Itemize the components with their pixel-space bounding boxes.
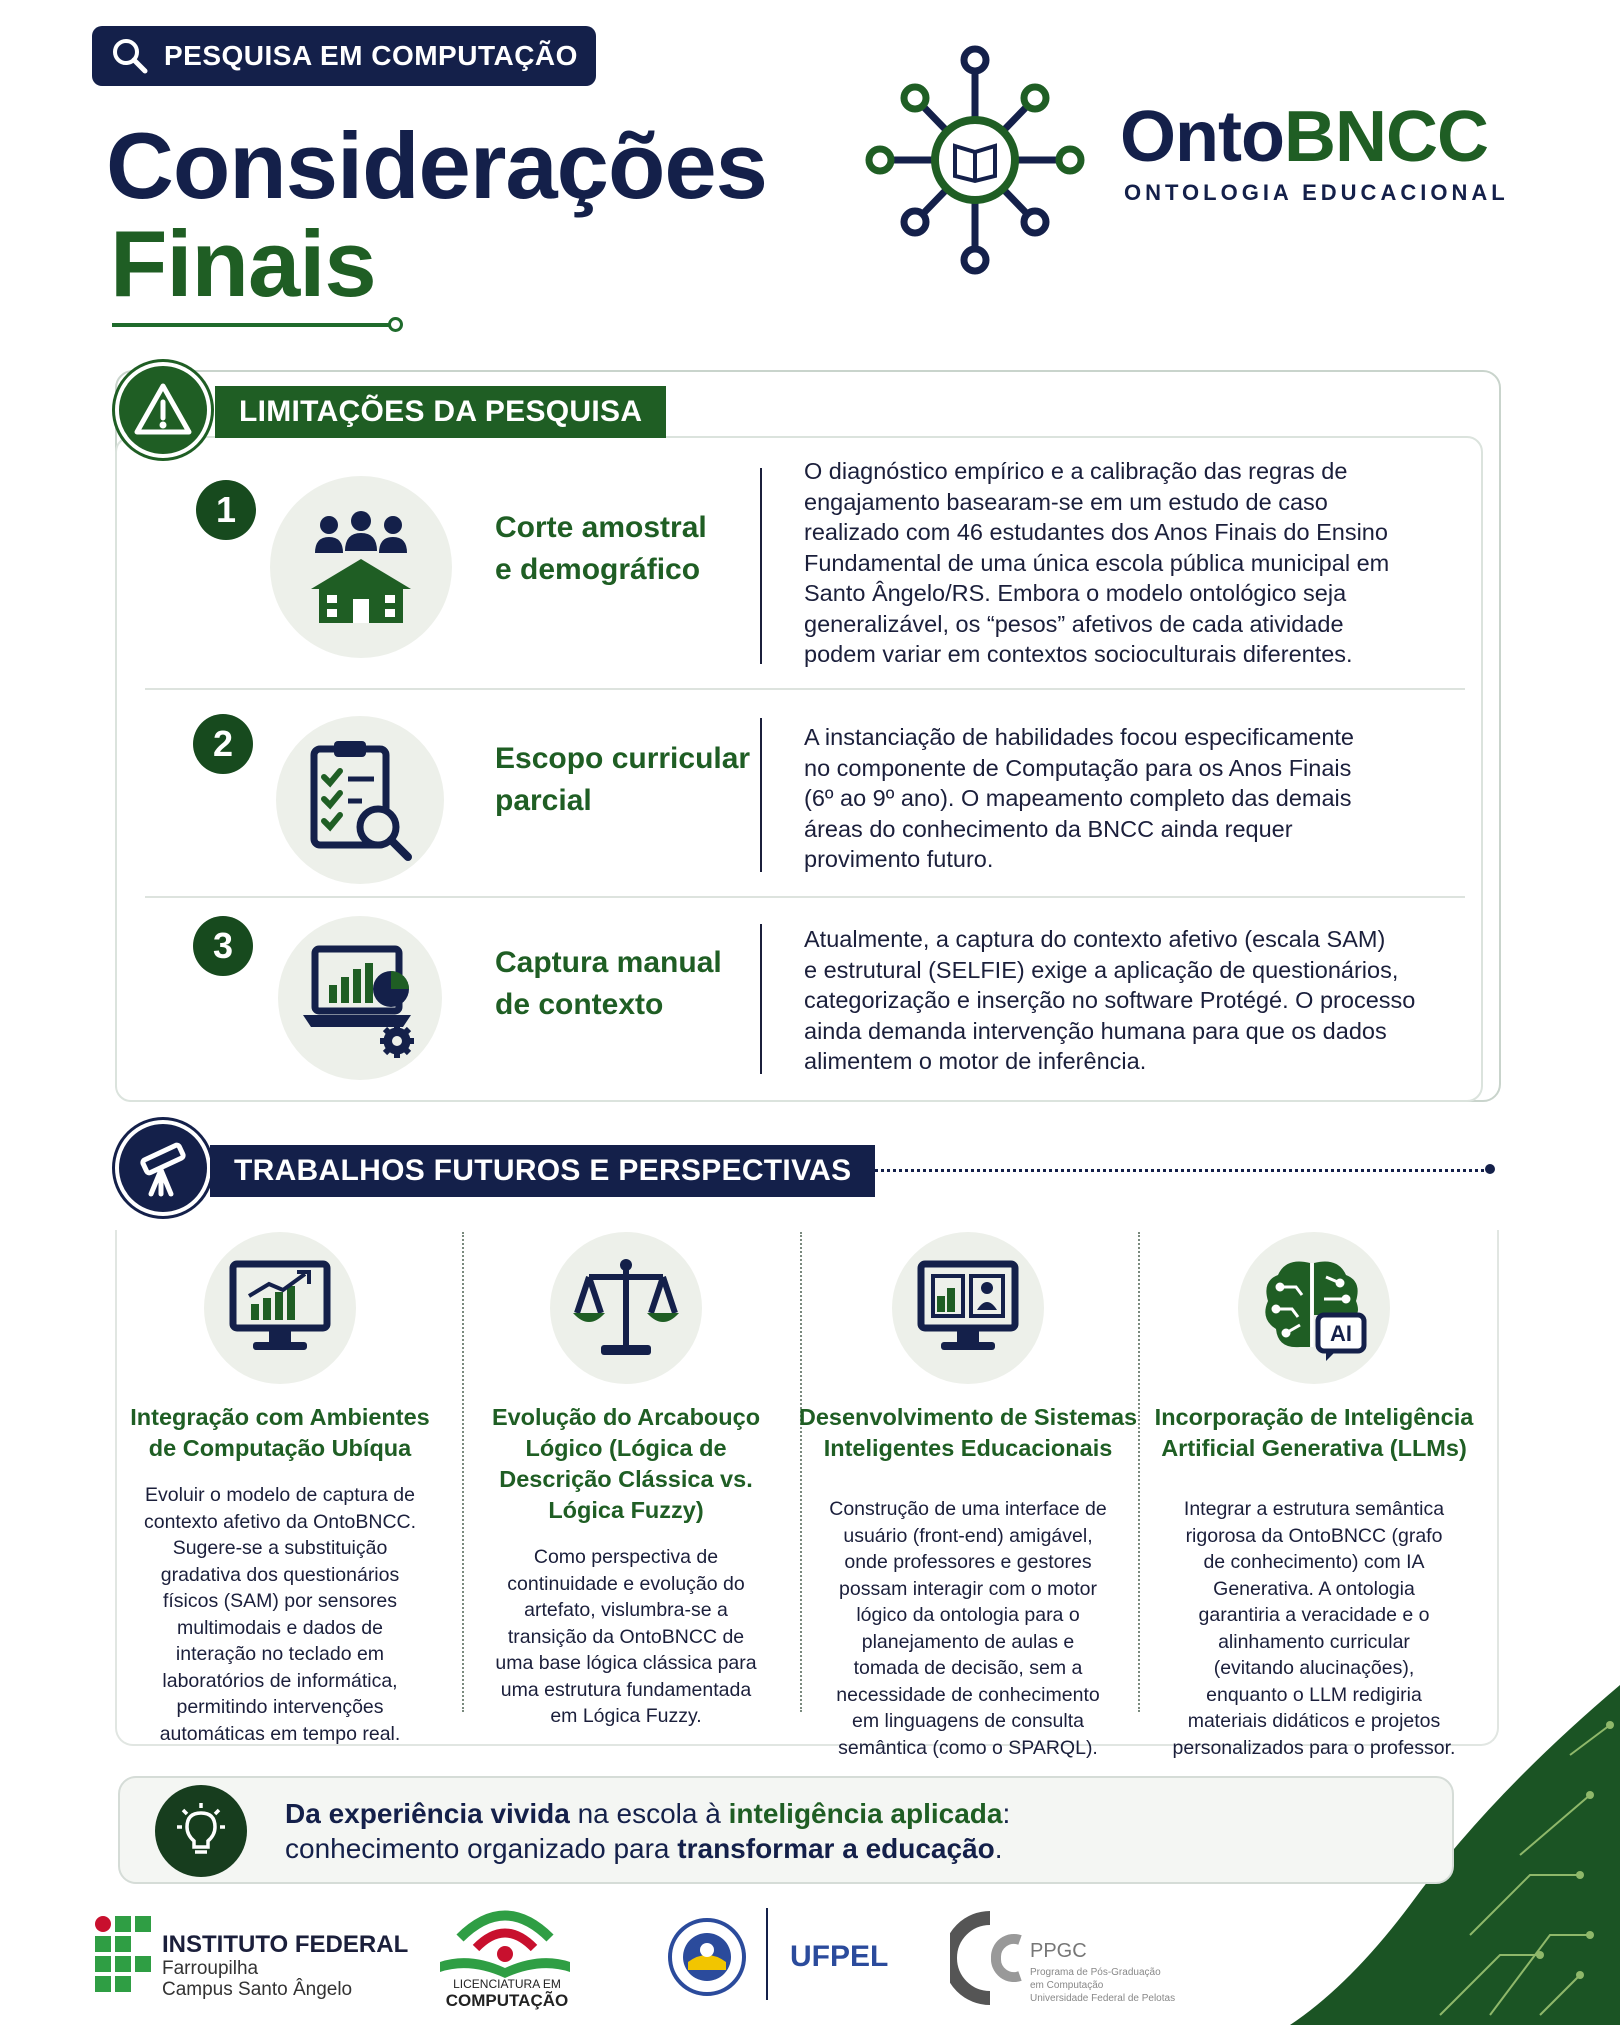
instituto-federal-logo: [95, 1916, 151, 1992]
ppgc-label: PPGC: [1030, 1940, 1087, 1962]
column-divider: [462, 1232, 464, 1712]
badge-label: PESQUISA EM COMPUTAÇÃO: [164, 40, 578, 71]
brand-name: OntoBNCC: [1120, 97, 1489, 177]
warning-icon: [115, 362, 211, 458]
search-icon: [113, 39, 148, 74]
licenciatura-label: LICENCIATURA EM: [453, 1977, 561, 1991]
computacao-label: COMPUTAÇÃO: [445, 1991, 569, 2010]
row-separator: [145, 896, 1465, 898]
row-divider: [760, 924, 762, 1074]
ufpel-seal-logo: [668, 1918, 746, 1996]
banner-message: Da experiência vivida na escola à inteli…: [285, 1798, 1011, 1864]
title-underline-dot: [388, 317, 403, 332]
if-title: INSTITUTO FEDERAL: [162, 1931, 409, 1958]
item-number: 3: [193, 916, 253, 976]
monitor-interface-icon: [892, 1232, 1044, 1384]
svg-text:AI: AI: [1330, 1321, 1352, 1346]
telescope-icon: [115, 1120, 211, 1216]
logo-divider: [766, 1908, 768, 2000]
limitation-text: Atualmente, a captura do contexto afetiv…: [804, 926, 1416, 1074]
limitation-text: O diagnóstico empírico e a calibração da…: [804, 458, 1390, 667]
ontology-network-icon: [865, 45, 1085, 275]
lightbulb-icon: [155, 1785, 247, 1877]
circuit-corner-decoration: [1290, 1685, 1620, 2025]
people-school-icon: [270, 476, 452, 658]
column-divider: [1138, 1232, 1140, 1712]
dotted-rule-end: [1485, 1164, 1495, 1174]
brand-subtitle: ONTOLOGIA EDUCACIONAL: [1124, 180, 1509, 205]
limitations-heading: LIMITAÇÕES DA PESQUISA: [215, 386, 667, 438]
scales-icon: [550, 1232, 702, 1384]
row-separator: [145, 688, 1465, 690]
ufpel-label: UFPEL: [790, 1940, 889, 1973]
item-number: 2: [193, 714, 253, 774]
closing-banner: [118, 1776, 1454, 1884]
future-frame: [115, 1230, 1499, 1746]
row-divider: [760, 468, 762, 664]
ppgc-logo: [950, 1911, 1022, 2005]
monitor-growth-icon: [204, 1232, 356, 1384]
licenciatura-logo: [440, 1910, 570, 1978]
limitation-text: A instanciação de habilidades focou espe…: [804, 724, 1355, 872]
future-heading: TRABALHOS FUTUROS E PERSPECTIVAS: [210, 1145, 876, 1197]
page-title-line2: Finais: [110, 211, 377, 316]
brain-ai-icon: AI: [1238, 1232, 1390, 1384]
page-title-line1: Considerações: [106, 113, 768, 218]
dotted-rule: [850, 1169, 1490, 1172]
item-number: 1: [196, 480, 256, 540]
row-divider: [760, 718, 762, 872]
laptop-chart-gear-icon: [278, 916, 442, 1080]
title-underline: [112, 323, 394, 327]
section-badge: PESQUISA EM COMPUTAÇÃO: [92, 26, 596, 86]
column-divider: [800, 1232, 802, 1712]
clipboard-search-icon: [276, 716, 444, 884]
